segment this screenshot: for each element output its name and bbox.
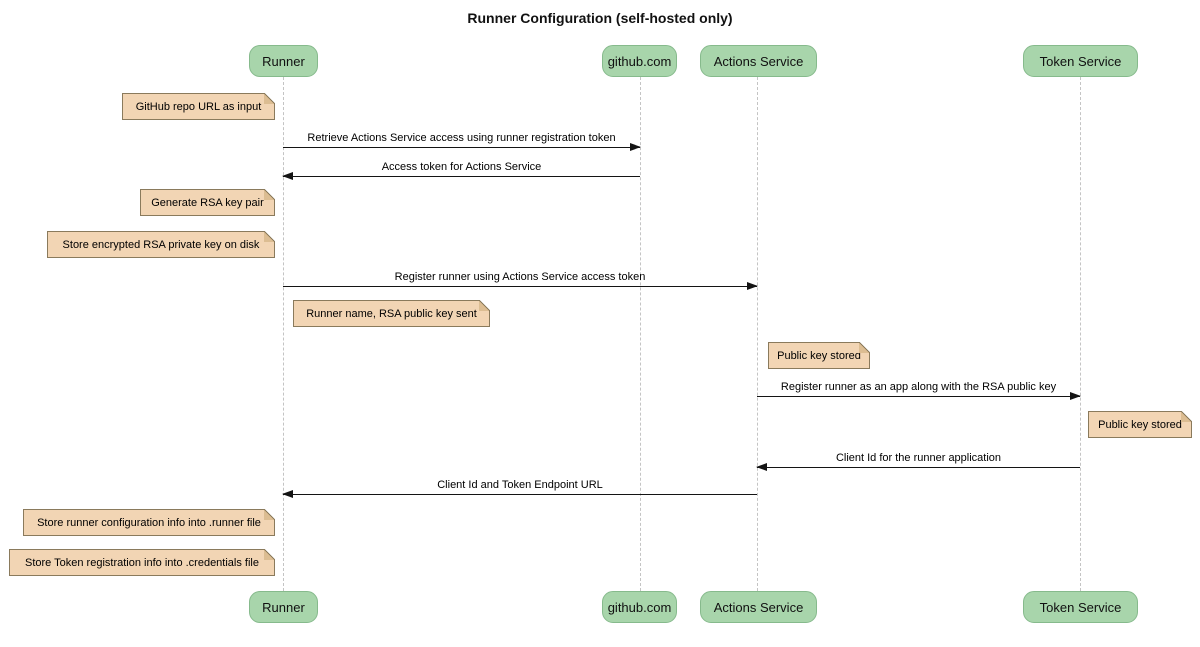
participant-runner-top: Runner	[249, 45, 318, 77]
note-public-key-stored-actions: Public key stored	[768, 342, 870, 369]
lifeline-runner	[283, 77, 284, 591]
arrow-line-left	[756, 463, 1080, 471]
participant-github-bottom: github.com	[602, 591, 677, 623]
arrow-line-right	[283, 282, 758, 290]
arrow-line-right	[757, 392, 1081, 400]
note-store-runner-file: Store runner configuration info into .ru…	[23, 509, 275, 536]
message-client-id-endpoint: Client Id and Token Endpoint URL	[282, 479, 757, 498]
participant-github-top: github.com	[602, 45, 677, 77]
note-public-key-stored-token: Public key stored	[1088, 411, 1192, 438]
lifeline-token-service	[1080, 77, 1081, 591]
message-access-token-returned: Access token for Actions Service	[282, 161, 640, 180]
message-label: Retrieve Actions Service access using ru…	[307, 132, 616, 144]
note-runner-name-sent: Runner name, RSA public key sent	[293, 300, 490, 327]
message-label: Register runner as an app along with the…	[780, 381, 1057, 393]
lifeline-github	[640, 77, 641, 591]
note-generate-rsa-key: Generate RSA key pair	[140, 189, 275, 216]
diagram-title: Runner Configuration (self-hosted only)	[467, 10, 733, 26]
lifeline-actions-service	[757, 77, 758, 591]
message-retrieve-actions-access: Retrieve Actions Service access using ru…	[283, 132, 641, 151]
message-register-runner-app: Register runner as an app along with the…	[757, 381, 1081, 400]
participant-token-service-top: Token Service	[1023, 45, 1138, 77]
arrow-line-right	[283, 143, 641, 151]
note-store-private-key: Store encrypted RSA private key on disk	[47, 231, 275, 258]
participant-runner-bottom: Runner	[249, 591, 318, 623]
message-client-id-returned: Client Id for the runner application	[756, 452, 1080, 471]
message-label: Access token for Actions Service	[381, 161, 542, 173]
participant-actions-service-top: Actions Service	[700, 45, 817, 77]
arrow-line-left	[282, 490, 757, 498]
message-label: Client Id and Token Endpoint URL	[437, 479, 603, 491]
participant-token-service-bottom: Token Service	[1023, 591, 1138, 623]
participant-actions-service-bottom: Actions Service	[700, 591, 817, 623]
note-store-credentials-file: Store Token registration info into .cred…	[9, 549, 275, 576]
message-label: Client Id for the runner application	[835, 452, 1002, 464]
message-label: Register runner using Actions Service ac…	[394, 271, 646, 283]
message-register-runner: Register runner using Actions Service ac…	[283, 271, 758, 290]
note-github-repo-url: GitHub repo URL as input	[122, 93, 275, 120]
arrow-line-left	[282, 172, 640, 180]
